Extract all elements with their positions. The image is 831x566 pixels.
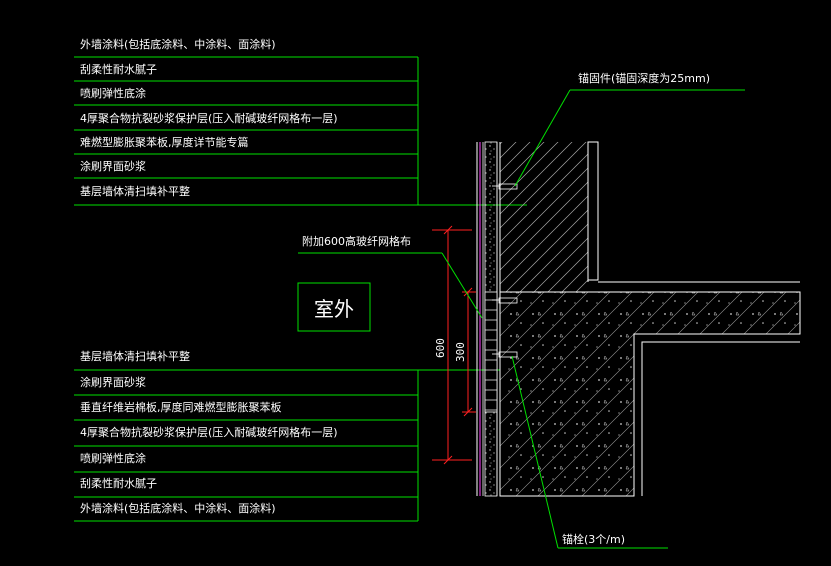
lower-layer-5: 喷刷弹性底涂 [80,451,146,465]
anchor-bolt-label: 锚栓(3个/m) [562,532,625,546]
anchor-upper [492,183,518,190]
masonry-wall-upper [500,142,588,292]
lower-layer-4: 4厚聚合物抗裂砂浆保护层(压入耐碱玻纤网格布一层) [80,425,338,439]
lower-layer-list: 基层墙体清扫填补平整 涂刷界面砂浆 垂直纤维岩棉板,厚度同难燃型膨胀聚苯板 4厚… [74,349,500,522]
outdoor-frame [297,282,371,332]
upper-layer-6: 涂刷界面砂浆 [80,159,146,173]
anchor-bolt-callout: 锚栓(3个/m) [511,355,668,549]
upper-layer-7: 基层墙体清扫填补平整 [80,184,190,198]
dimension-300: 300 [454,287,476,417]
upper-layer-4: 4厚聚合物抗裂砂浆保护层(压入耐碱玻纤网格布一层) [80,111,338,125]
upper-layer-list: 外墙涂料(包括底涂料、中涂料、面涂料) 刮柔性耐水腻子 喷刷弹性底涂 4厚聚合物… [74,37,527,206]
extra-mesh-callout: 附加600高玻纤网格布 [298,234,483,319]
dimension-600: 600 [432,225,472,465]
anchor-piece-callout: 锚固件(锚固深度为25mm) [514,71,745,187]
upper-layer-3: 喷刷弹性底涂 [80,86,146,100]
concrete-beam-slab [499,291,801,497]
lower-layer-6: 刮柔性耐水腻子 [80,476,157,490]
anchor-bolt-2 [492,351,518,358]
dimension-600-label: 600 [434,338,447,358]
wall-section [476,141,801,497]
lower-layer-1: 基层墙体清扫填补平整 [80,349,190,363]
outdoor-label: 室外 [314,297,354,321]
dimension-300-label: 300 [454,342,467,362]
lower-layer-7: 外墙涂料(包括底涂料、中涂料、面涂料) [80,501,276,515]
upper-layer-2: 刮柔性耐水腻子 [80,62,157,76]
anchor-piece-label: 锚固件(锚固深度为25mm) [578,71,710,85]
outdoor-tag: 室外 [297,282,371,332]
upper-layer-1: 外墙涂料(包括底涂料、中涂料、面涂料) [80,37,276,51]
interior-finish-upper [587,141,599,281]
extra-mesh-leader [441,252,483,319]
lower-layer-2: 涂刷界面砂浆 [80,375,146,389]
extra-mesh-label: 附加600高玻纤网格布 [302,234,411,248]
lower-layer-3: 垂直纤维岩棉板,厚度同难燃型膨胀聚苯板 [80,400,282,414]
anchor-piece-leader [514,89,571,187]
anchor-bolt-leader [511,355,559,549]
ceiling-finish-line [641,341,800,496]
rock-wool-strip [484,291,498,413]
upper-layer-5: 难燃型膨胀聚苯板,厚度详节能专篇 [80,135,249,149]
anchor-bolt-1 [492,297,518,304]
